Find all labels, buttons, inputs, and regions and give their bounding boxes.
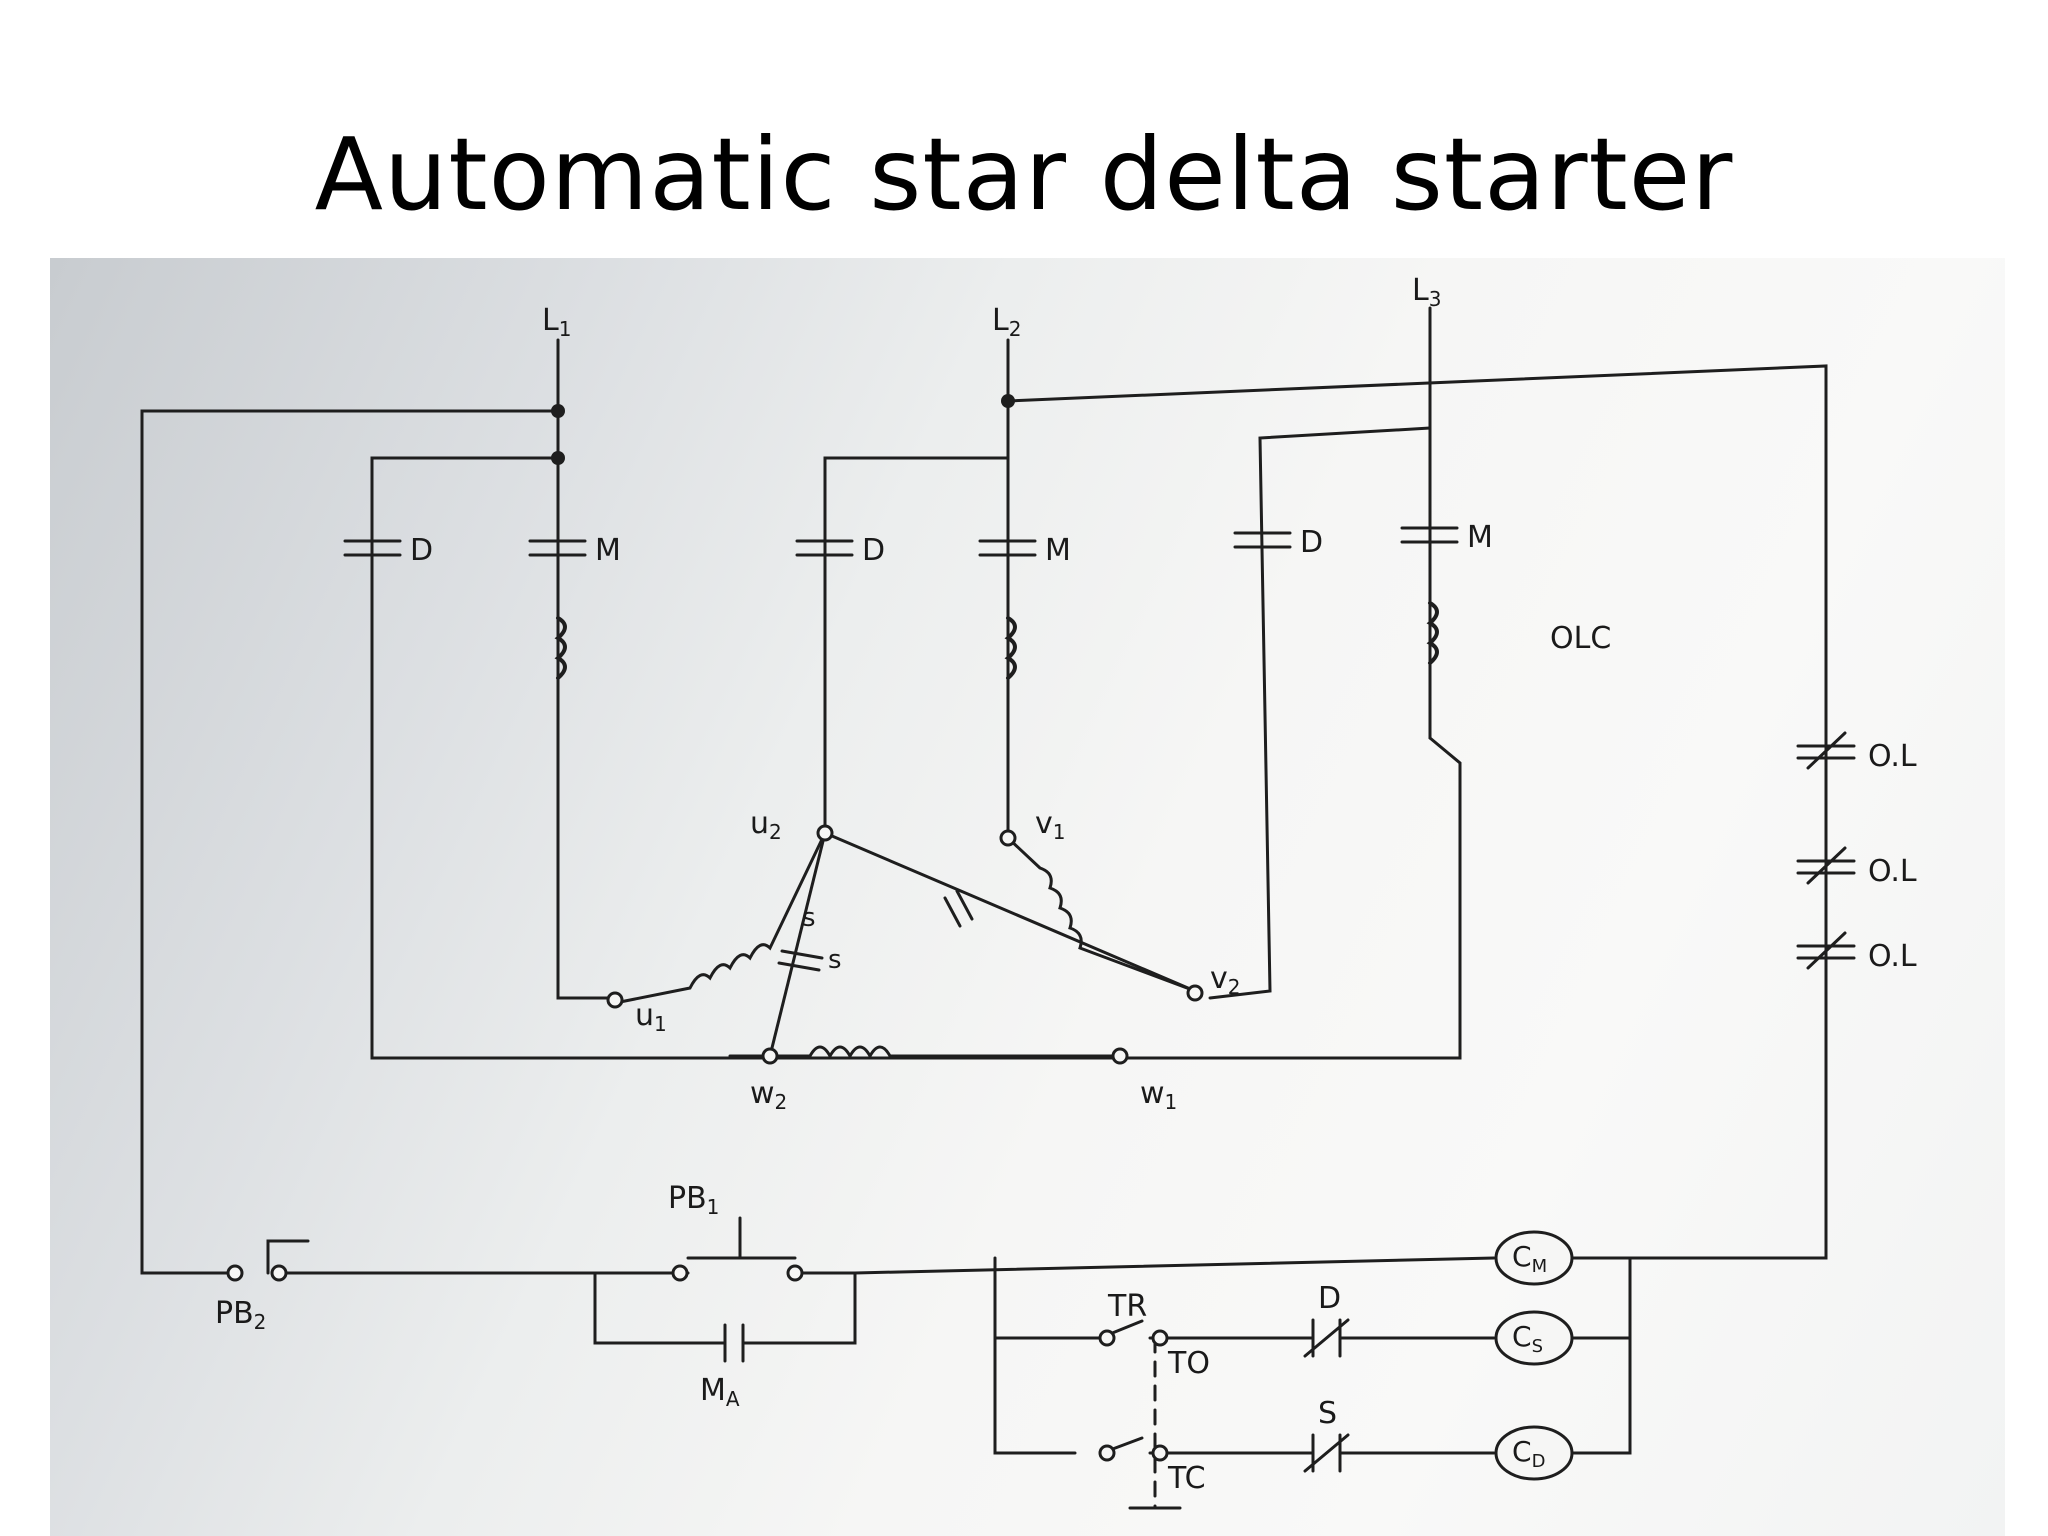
ma-contact — [593, 1271, 857, 1363]
label-contact-d3: D — [1300, 525, 1323, 560]
label-coil-cs: CS — [1512, 1320, 1543, 1357]
label-u1: u1 — [635, 998, 667, 1036]
circuit-photo: L1 L2 L3 D M D M D M OLC O.L O.L O.L u2 … — [50, 258, 2005, 1536]
label-tc: TC — [1167, 1461, 1206, 1496]
control-bus — [993, 1256, 1102, 1455]
star-link-w2 — [768, 831, 827, 1058]
star-delta-circuit-diagram: L1 L2 L3 D M D M D M OLC O.L O.L O.L u2 … — [140, 273, 1917, 1510]
control-loop-right — [1006, 364, 1828, 1260]
winding-v — [1006, 836, 1197, 993]
label-ol-3: O.L — [1868, 939, 1917, 974]
label-ma: MA — [700, 1373, 740, 1411]
d-nc-contact — [1303, 1318, 1350, 1358]
overload-contacts — [1796, 731, 1856, 970]
label-coil-cm: CM — [1512, 1240, 1547, 1277]
label-contact-m2: M — [1045, 533, 1071, 568]
contacts-d-m — [343, 526, 1459, 557]
tr-switch — [1098, 1319, 1187, 1455]
label-contact-m3: M — [1467, 520, 1493, 555]
label-contact-d1: D — [410, 533, 433, 568]
label-l2: L2 — [992, 303, 1021, 341]
coil-return — [1568, 1256, 1632, 1455]
label-l1: L1 — [542, 303, 571, 341]
label-olc: OLC — [1550, 621, 1611, 656]
winding-u — [613, 831, 827, 1005]
olc-coil-3 — [1426, 601, 1439, 665]
s-nc-contact — [1303, 1433, 1350, 1473]
junction-dots — [551, 394, 1015, 465]
label-v1: v1 — [1035, 806, 1066, 844]
label-star-s-upper: s — [802, 903, 816, 933]
delta-branch-3 — [1208, 426, 1432, 1000]
label-ol-2: O.L — [1868, 854, 1917, 889]
label-v2: v2 — [1210, 961, 1241, 999]
slide-title: Automatic star delta starter — [314, 116, 1734, 233]
label-coil-cd: CD — [1512, 1435, 1545, 1472]
label-pb1: PB1 — [668, 1181, 719, 1219]
label-contact-d2: D — [862, 533, 885, 568]
label-u2: u2 — [750, 806, 782, 844]
label-d-nc: D — [1318, 1281, 1341, 1316]
label-l3: L3 — [1412, 273, 1441, 311]
label-pb2: PB2 — [215, 1296, 266, 1334]
label-w1: w1 — [1140, 1076, 1177, 1114]
star-link-v2 — [823, 831, 1197, 993]
u1-link — [556, 916, 617, 1000]
olc-coil-2 — [1004, 616, 1017, 680]
olc-coil-1 — [554, 616, 567, 680]
label-to: TO — [1167, 1346, 1210, 1381]
delta-branch-1 — [370, 456, 1462, 1060]
label-ol-1: O.L — [1868, 739, 1917, 774]
label-s-nc: S — [1318, 1396, 1337, 1431]
control-loop-left — [140, 409, 560, 1275]
label-contact-m1: M — [595, 533, 621, 568]
terminals — [226, 824, 1574, 1481]
label-w2: w2 — [750, 1076, 787, 1114]
pb1-switch — [686, 1216, 797, 1260]
delta-branch-2 — [823, 456, 1010, 835]
winding-w — [728, 1045, 1122, 1060]
label-star-s-lower: s — [828, 945, 842, 975]
label-tr: TR — [1107, 1289, 1147, 1324]
